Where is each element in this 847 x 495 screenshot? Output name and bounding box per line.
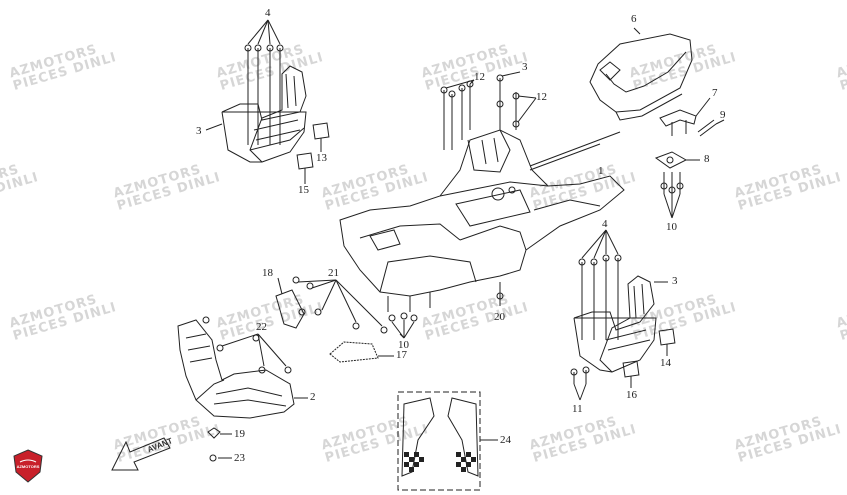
callout-7: 7 xyxy=(712,87,718,99)
callout-3: 3 xyxy=(522,61,528,73)
avant-arrow xyxy=(111,437,171,471)
callout-13: 13 xyxy=(316,152,327,164)
callout-22: 22 xyxy=(256,321,267,333)
callout-6: 6 xyxy=(631,13,637,25)
clip-19 xyxy=(207,427,221,439)
decal-checker xyxy=(404,452,476,472)
sticker-13 xyxy=(312,122,330,140)
decal-pattern xyxy=(401,397,479,477)
callout-4: 4 xyxy=(602,218,608,230)
callout-18: 18 xyxy=(262,267,273,279)
callout-17: 17 xyxy=(396,349,407,361)
callout-1: 1 xyxy=(598,165,604,177)
seat-plate xyxy=(654,151,700,219)
callout-12: 12 xyxy=(536,91,547,103)
fastener-group-21 xyxy=(292,276,388,334)
fastener-group-4-left xyxy=(244,19,284,145)
callout-3: 3 xyxy=(196,125,202,137)
footwell-left-part xyxy=(221,65,307,163)
callout-21: 21 xyxy=(328,267,339,279)
fastener-group-10-front xyxy=(387,292,431,339)
front-bumper-part xyxy=(177,319,295,419)
callout-10: 10 xyxy=(398,339,409,351)
logo-text: AZMOTORS xyxy=(16,464,40,469)
front-body-panel xyxy=(339,129,625,297)
sticker-15 xyxy=(296,152,314,170)
callout-3: 3 xyxy=(672,275,678,287)
callout-8: 8 xyxy=(704,153,710,165)
callout-11: 11 xyxy=(572,403,583,415)
callout-10: 10 xyxy=(666,221,677,233)
leader-1 xyxy=(529,143,601,171)
sticker-14 xyxy=(658,328,676,346)
fastener-group-12 xyxy=(440,71,537,150)
seat-bracket xyxy=(659,97,725,137)
fastener-group-11 xyxy=(570,366,590,401)
callout-20: 20 xyxy=(494,311,505,323)
azmotors-logo xyxy=(13,449,43,483)
skid-plate-17 xyxy=(329,341,379,363)
sticker-16 xyxy=(622,360,640,378)
decal-sheet-24 xyxy=(397,391,481,491)
callout-9: 9 xyxy=(720,109,726,121)
callout-24: 24 xyxy=(500,434,511,446)
fastener-group-4-right xyxy=(578,229,668,340)
callout-12: 12 xyxy=(474,71,485,83)
bolt-23 xyxy=(209,454,217,462)
callout-4: 4 xyxy=(265,7,271,19)
bolt-20 xyxy=(496,282,504,306)
callout-15: 15 xyxy=(298,184,309,196)
seat-part xyxy=(589,27,693,121)
callout-14: 14 xyxy=(660,357,671,369)
callout-2: 2 xyxy=(310,391,316,403)
footwell-right-part xyxy=(573,275,657,373)
bracket-18 xyxy=(275,277,305,329)
fastener-group-22 xyxy=(202,316,292,374)
callout-16: 16 xyxy=(626,389,637,401)
callout-23: 23 xyxy=(234,452,245,464)
callout-19: 19 xyxy=(234,428,245,440)
